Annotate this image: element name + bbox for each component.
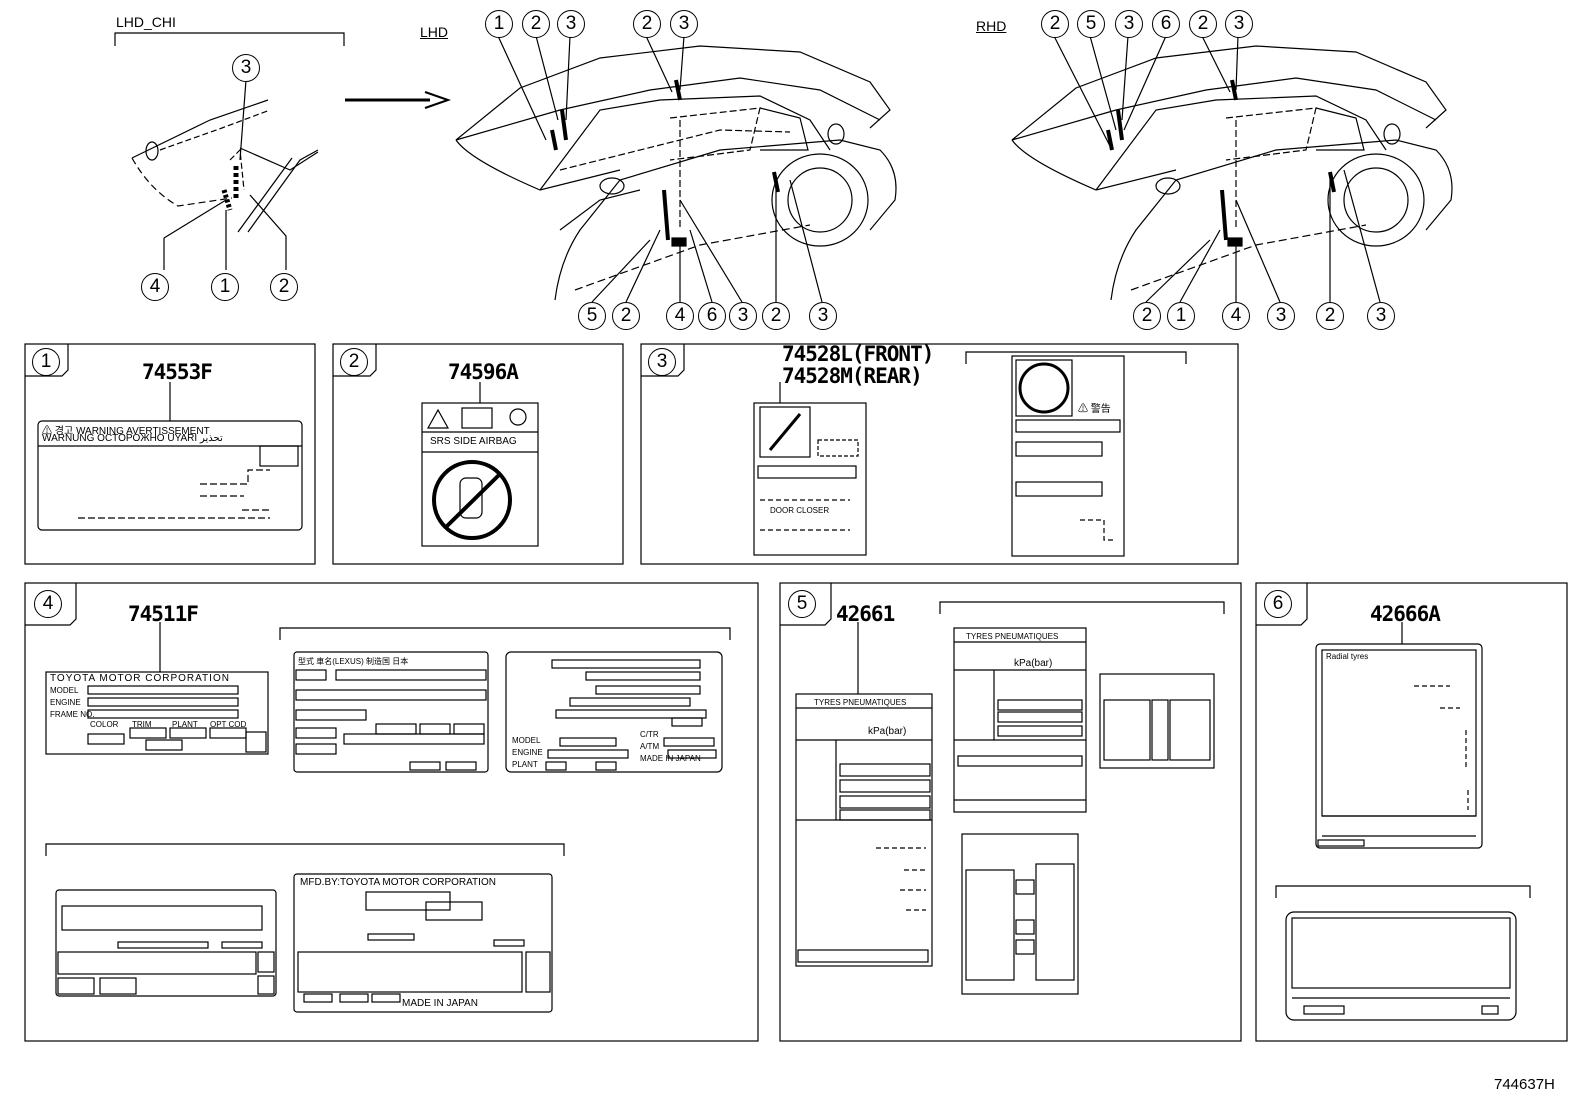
panel-6-radial: Radial tyres: [1326, 652, 1369, 661]
callout-2: 2: [1133, 302, 1161, 330]
rhd-label: RHD: [976, 18, 1007, 34]
panel-2-frame: [332, 343, 624, 565]
panel-5-tyres: TYRES PNEUMATIQUES: [814, 698, 907, 707]
panel-4-number: 4: [34, 590, 62, 618]
panel-5-number: 5: [788, 590, 816, 618]
callout-3: 3: [1367, 302, 1395, 330]
panel-4-engine: ENGINE: [50, 698, 81, 707]
panel-4-made-in-japan: MADE IN JAPAN: [402, 998, 478, 1009]
panel-4-frame: [24, 582, 759, 1042]
callout-2: 2: [1041, 10, 1069, 38]
panel-4-model: MODEL: [50, 686, 79, 695]
callout-2: 2: [522, 10, 550, 38]
panel-4-plant: PLANT: [172, 720, 198, 729]
lhd-chi-car-view: [131, 79, 319, 270]
callout-3: 3: [729, 302, 757, 330]
callout-2: 2: [1316, 302, 1344, 330]
panel-2-part-number: 74596A: [448, 360, 519, 384]
callout-5: 5: [1077, 10, 1105, 38]
lhd-car: [455, 45, 897, 301]
panel-4-mfd: MFD.BY:TOYOTA MOTOR CORPORATION: [300, 877, 496, 888]
figure-id: 744637H: [1494, 1076, 1555, 1093]
panel-2-number: 2: [340, 348, 368, 376]
callout-6: 6: [1152, 10, 1180, 38]
panel-1-frame: [24, 343, 316, 565]
callout-3: 3: [1115, 10, 1143, 38]
lhd-label: LHD: [420, 24, 449, 40]
panel-3-part-front: 74528L(FRONT): [782, 342, 934, 366]
callout-2: 2: [612, 302, 640, 330]
panel-1-part-number: 74553F: [142, 360, 213, 384]
callout-2: 2: [270, 273, 298, 301]
panel-6-part-number: 42666A: [1370, 602, 1441, 626]
panel-4-opt: OPT COD: [210, 720, 247, 729]
panel-4-trim: TRIM: [132, 720, 152, 729]
panel-4-model2: MODEL: [512, 736, 541, 745]
panel-5-kpa: kPa(bar): [868, 726, 907, 737]
callout-2: 2: [762, 302, 790, 330]
panel-4-atm: A/TM: [640, 742, 660, 751]
rhd-car: [1011, 45, 1453, 301]
panel-4-made2: MADE IN JAPAN: [640, 754, 701, 763]
callout-4: 4: [1222, 302, 1250, 330]
panel-5-kpa2: kPa(bar): [1014, 658, 1053, 669]
panel-5-tyres2: TYRES PNEUMATIQUES: [966, 632, 1059, 641]
panel-3-frame: [640, 343, 1239, 565]
panel-4-part-number: 74511F: [128, 602, 199, 626]
lhd-chi-bracket: [114, 32, 345, 46]
callout-1: 1: [211, 273, 239, 301]
callout-6: 6: [698, 302, 726, 330]
lhd-chi-label: LHD_CHI: [116, 14, 176, 30]
panel-3-warn-text: ⚠ 警告: [1078, 404, 1111, 415]
callout-3: 3: [232, 54, 260, 82]
callout-3: 3: [557, 10, 585, 38]
panel-6-frame: [1255, 582, 1568, 1042]
panel-2-airbag-text: SRS SIDE AIRBAG: [430, 436, 517, 447]
callout-2: 2: [1189, 10, 1217, 38]
panel-3-door-text: DOOR CLOSER: [770, 506, 830, 515]
callout-1: 1: [485, 10, 513, 38]
panel-4-corp: TOYOTA MOTOR CORPORATION: [50, 673, 230, 684]
callout-3: 3: [809, 302, 837, 330]
callout-5: 5: [578, 302, 606, 330]
panel-6-number: 6: [1264, 590, 1292, 618]
callout-4: 4: [141, 273, 169, 301]
callout-3: 3: [670, 10, 698, 38]
callout-3: 3: [1225, 10, 1253, 38]
panel-1-warning-line1: ⚠ 경고 WARNING AVERTISSEMENT: [42, 426, 210, 437]
panel-5-frame: [779, 582, 1242, 1042]
panel-4-engine2: ENGINE: [512, 748, 543, 757]
panel-4-jp-header: 型式 車名(LEXUS) 制造国 日本: [298, 657, 409, 666]
panel-3-number: 3: [648, 348, 676, 376]
callout-1: 1: [1167, 302, 1195, 330]
callout-4: 4: [666, 302, 694, 330]
panel-4-plant2: PLANT: [512, 760, 538, 769]
panel-4-ctr: C/TR: [640, 730, 659, 739]
panel-1-warning-line2: WARNUNG OCTOPOЖНО UYARI تحذير: [42, 433, 223, 444]
callout-3: 3: [1267, 302, 1295, 330]
panel-4-frame: FRAME NO.: [50, 710, 95, 719]
callout-2: 2: [633, 10, 661, 38]
panel-1-number: 1: [32, 348, 60, 376]
panel-4-color: COLOR: [90, 720, 119, 729]
panel-5-part-number: 42661: [836, 602, 895, 626]
panel-3-part-rear: 74528M(REAR): [782, 364, 923, 388]
